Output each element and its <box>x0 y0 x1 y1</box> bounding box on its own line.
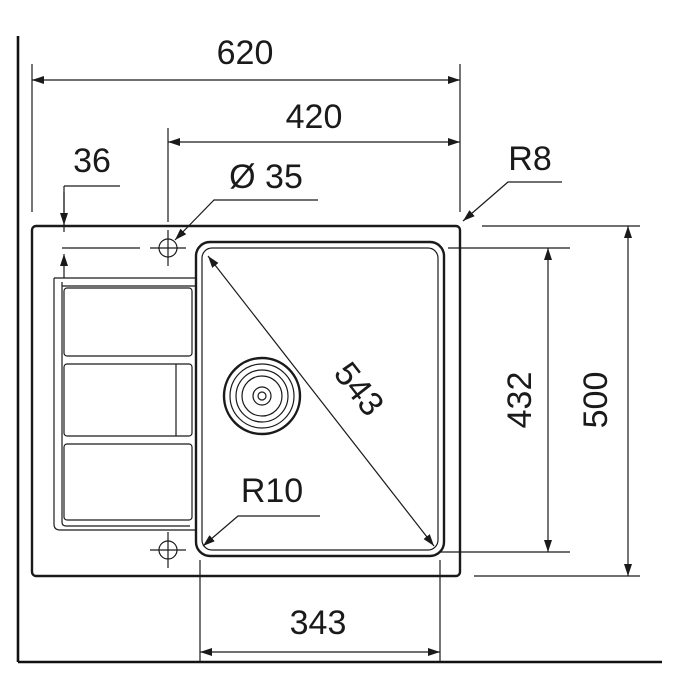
label-corner-radius-outer: R8 <box>508 140 551 178</box>
drain-strainer-icon <box>222 356 302 436</box>
label-diagonal: 543 <box>326 355 391 423</box>
label-bowl-height: 432 <box>501 372 539 429</box>
drainer-area <box>53 277 197 531</box>
dim-leader-tap-hole <box>174 199 318 241</box>
dim-leader-r10 <box>202 515 320 547</box>
tap-hole-top <box>150 230 186 266</box>
bowl <box>194 240 446 558</box>
label-inner-radius: R10 <box>241 472 303 510</box>
label-bowl-width: 343 <box>290 604 347 642</box>
label-bowl-offset-width: 420 <box>286 98 343 136</box>
extension-lines <box>31 64 640 662</box>
label-tray-inset: 36 <box>73 142 111 180</box>
label-overall-height: 500 <box>577 372 615 429</box>
dim-leader-r8 <box>462 181 562 222</box>
tap-hole-bottom <box>150 532 186 568</box>
label-overall-width: 620 <box>217 34 274 72</box>
sink-outline <box>30 224 462 578</box>
label-tap-hole: Ø 35 <box>229 158 303 196</box>
dim-line-543 <box>207 255 435 547</box>
